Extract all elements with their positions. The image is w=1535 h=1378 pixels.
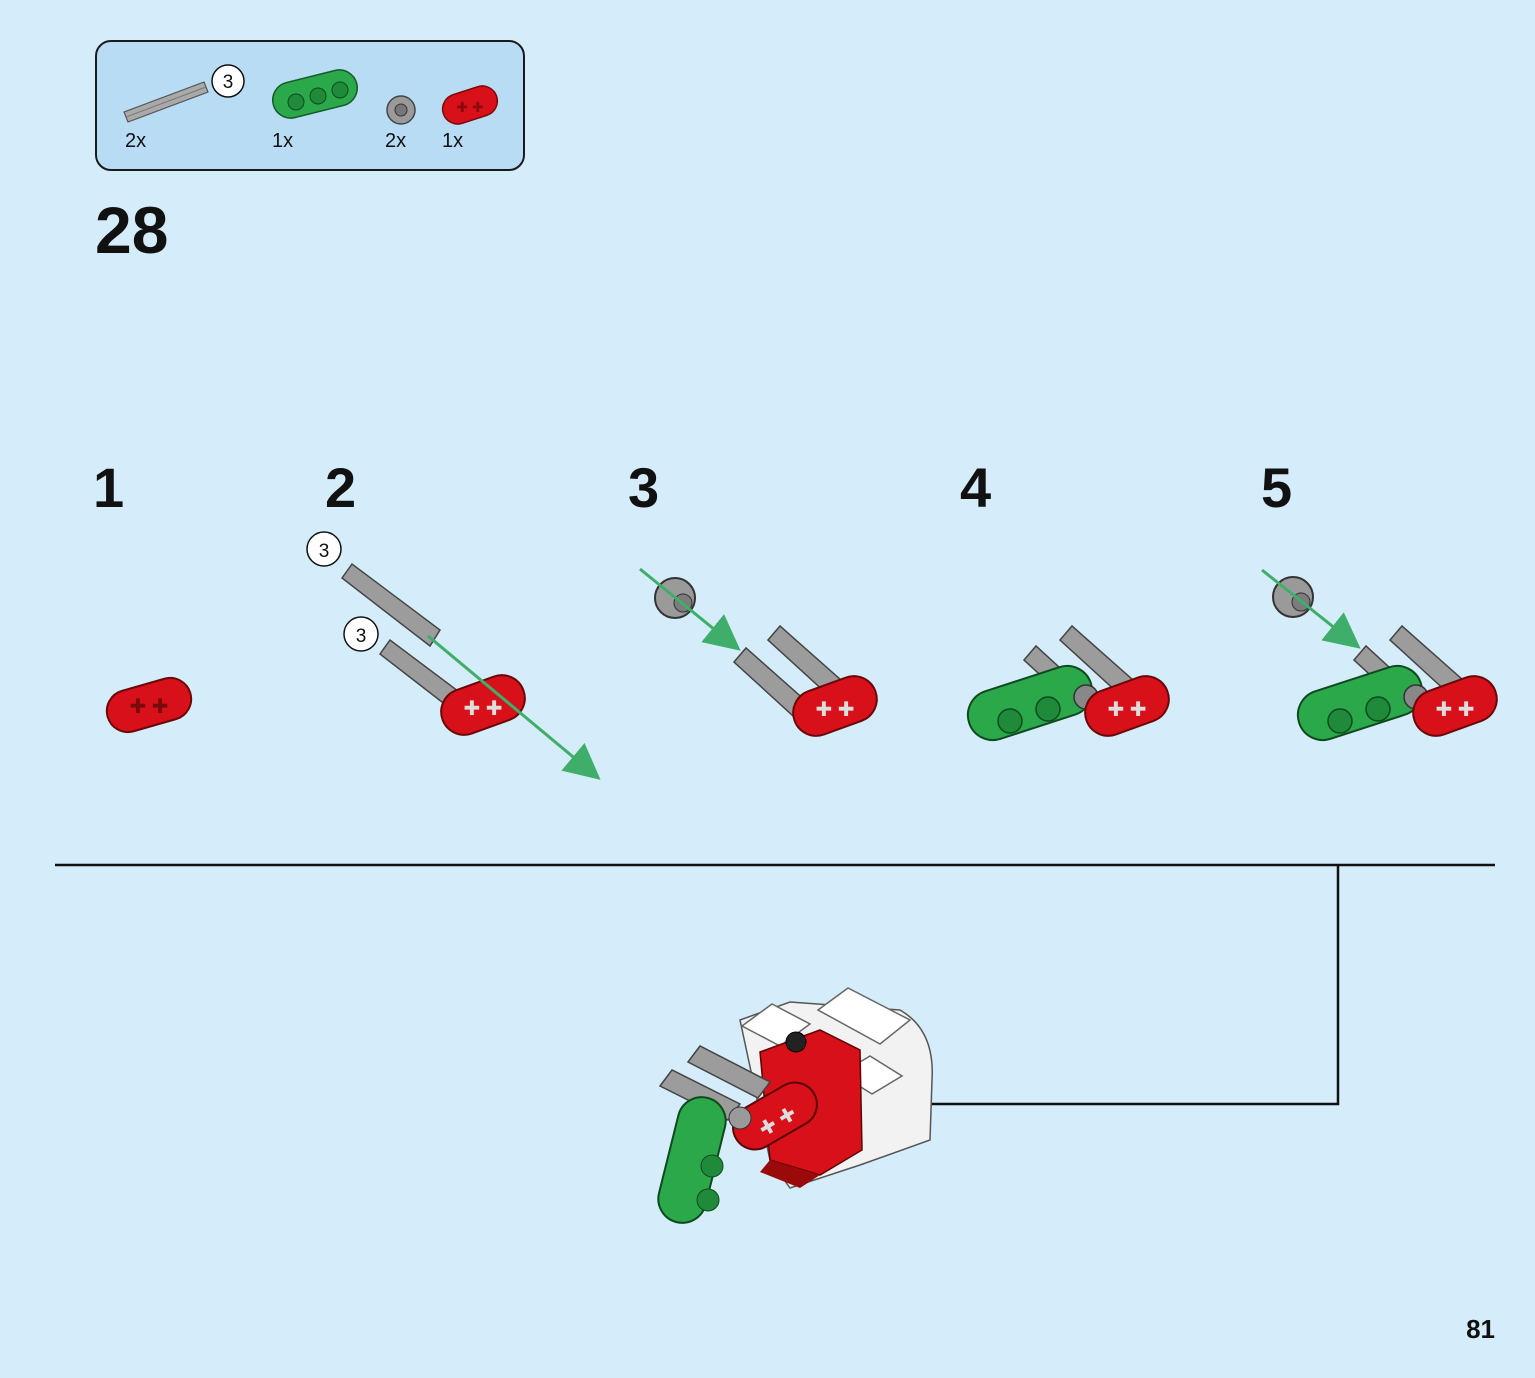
step2-arrow-icon xyxy=(427,634,601,780)
main-model-icon: ✚ ✚ xyxy=(657,987,933,1224)
svg-text:✚ ✚: ✚ ✚ xyxy=(456,99,483,115)
sub-step-3: 3 xyxy=(628,456,660,519)
sub-step-2: 2 xyxy=(325,456,357,519)
step5-arrow-icon xyxy=(1261,568,1361,649)
step3-arrow-icon xyxy=(639,567,741,651)
step4-green-beam-icon xyxy=(966,664,1099,742)
bush-part-icon xyxy=(386,95,416,125)
svg-text:✚ ✚: ✚ ✚ xyxy=(129,696,168,718)
step2-callout-upper-icon: 3 xyxy=(306,531,342,567)
sub-step-4: 4 xyxy=(960,456,992,519)
step4-red-link-icon: ✚ ✚ xyxy=(1084,675,1170,737)
beam-qty: 1x xyxy=(272,130,294,152)
sub-step-5: 5 xyxy=(1261,456,1293,519)
red-link-part-icon: ✚ ✚ xyxy=(441,85,499,125)
bush-qty: 2x xyxy=(385,130,407,152)
callout-circle-icon: 3 xyxy=(211,64,245,98)
step5-red-link-icon: ✚ ✚ xyxy=(1412,675,1498,737)
sub-step-1: 1 xyxy=(93,456,125,519)
axle-qty: 2x xyxy=(125,130,147,152)
svg-text:✚ ✚: ✚ ✚ xyxy=(463,698,502,720)
page-number: 81 xyxy=(1466,1314,1495,1344)
svg-text:✚ ✚: ✚ ✚ xyxy=(1107,699,1146,721)
step5-green-beam-icon xyxy=(1296,664,1429,742)
link-qty: 1x xyxy=(442,130,464,152)
attach-pointer-arrow xyxy=(813,865,1340,1122)
callout-text: 3 xyxy=(223,72,234,93)
step2-axle-upper-icon xyxy=(340,562,442,648)
svg-text:✚ ✚: ✚ ✚ xyxy=(815,699,854,721)
step-number: 28 xyxy=(95,193,169,267)
step2-callout-lower-text: 3 xyxy=(356,626,367,647)
step2-callout-upper-text: 3 xyxy=(319,541,330,562)
green-beam-part-icon xyxy=(271,69,359,119)
step2-callout-lower-icon: 3 xyxy=(343,616,379,652)
step2-red-link-icon: ✚ ✚ xyxy=(440,674,526,736)
svg-text:✚ ✚: ✚ ✚ xyxy=(1435,699,1474,721)
axle-part-icon xyxy=(123,81,209,123)
step1-red-link-icon: ✚ ✚ xyxy=(105,676,193,734)
step3-red-link-icon: ✚ ✚ xyxy=(792,675,878,737)
